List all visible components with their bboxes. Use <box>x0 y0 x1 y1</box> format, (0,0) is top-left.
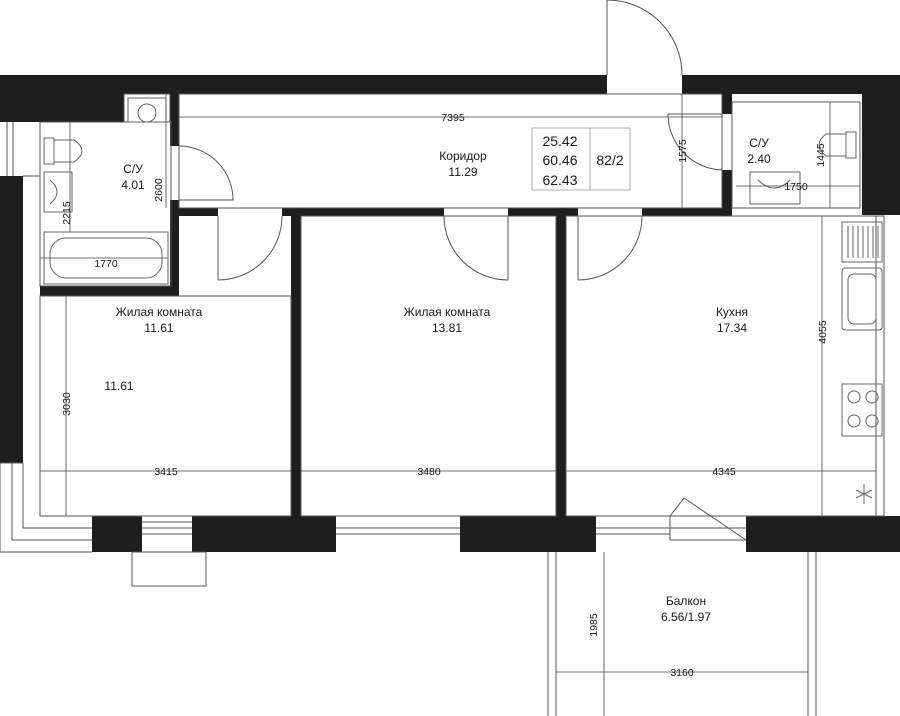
bath2-area: 2.40 <box>747 152 771 166</box>
corridor-area: 11.29 <box>448 165 477 179</box>
toilet-icon <box>43 137 83 165</box>
total-area: 60.46 <box>542 152 577 168</box>
dimension-lines <box>40 94 876 716</box>
total-area-with-balcony: 62.43 <box>542 172 577 188</box>
exterior-walls <box>0 75 900 552</box>
area-summary-box: 25.42 60.46 62.43 82/2 <box>531 127 631 191</box>
bath2-name: С/У <box>749 136 769 150</box>
dim-living2-width: 3480 <box>417 466 441 478</box>
bath1-name: С/У <box>123 162 143 176</box>
toilet-icon <box>818 131 857 159</box>
dim-kitchen-depth: 4055 <box>817 320 829 344</box>
balcony-area: 6.56/1.97 <box>661 610 711 624</box>
dim-balcony-depth: 1985 <box>588 613 600 637</box>
living2-name: Жилая комната <box>404 305 491 319</box>
sink-icon <box>43 171 73 213</box>
living1-area: 11.61 <box>144 321 173 335</box>
sink-icon <box>749 171 801 205</box>
door-swings <box>178 0 747 541</box>
dim-bath2-height: 1445 <box>815 143 827 167</box>
living1-name: Жилая комната <box>116 305 203 319</box>
kitchen-area: 17.34 <box>717 321 747 335</box>
kitchen-counter <box>841 221 883 504</box>
interior-walls <box>40 94 732 516</box>
dimension-labels: 7395 1575 2600 2215 1770 1445 1750 3030 … <box>61 112 829 679</box>
dim-living1-depth: 3030 <box>61 392 73 416</box>
room-labels: С/У 4.01 С/У 2.40 Коридор 11.29 Жилая ко… <box>104 136 771 624</box>
dim-bath1-width: 1770 <box>94 258 118 270</box>
dim-bath1-height: 2600 <box>153 178 165 202</box>
living-area-total: 25.42 <box>542 133 577 149</box>
balcony-name: Балкон <box>666 594 706 608</box>
living2-area: 13.81 <box>432 321 462 335</box>
bath1-area: 4.01 <box>121 178 145 192</box>
dim-bath2-width: 1750 <box>784 181 808 193</box>
dim-balcony-width: 3160 <box>670 667 694 679</box>
washer-icon <box>127 97 167 123</box>
dim-corridor-height: 1575 <box>677 139 689 163</box>
living1-area-extra: 11.61 <box>104 379 133 393</box>
kitchen-name: Кухня <box>716 305 748 319</box>
dim-corridor-length: 7395 <box>441 112 465 124</box>
dim-living1-width: 3415 <box>154 466 178 478</box>
dim-kitchen-width: 4345 <box>712 466 736 478</box>
corridor-name: Коридор <box>439 149 487 163</box>
dim-bath1-depth: 2215 <box>61 201 73 225</box>
apartment-number: 82/2 <box>596 152 623 168</box>
